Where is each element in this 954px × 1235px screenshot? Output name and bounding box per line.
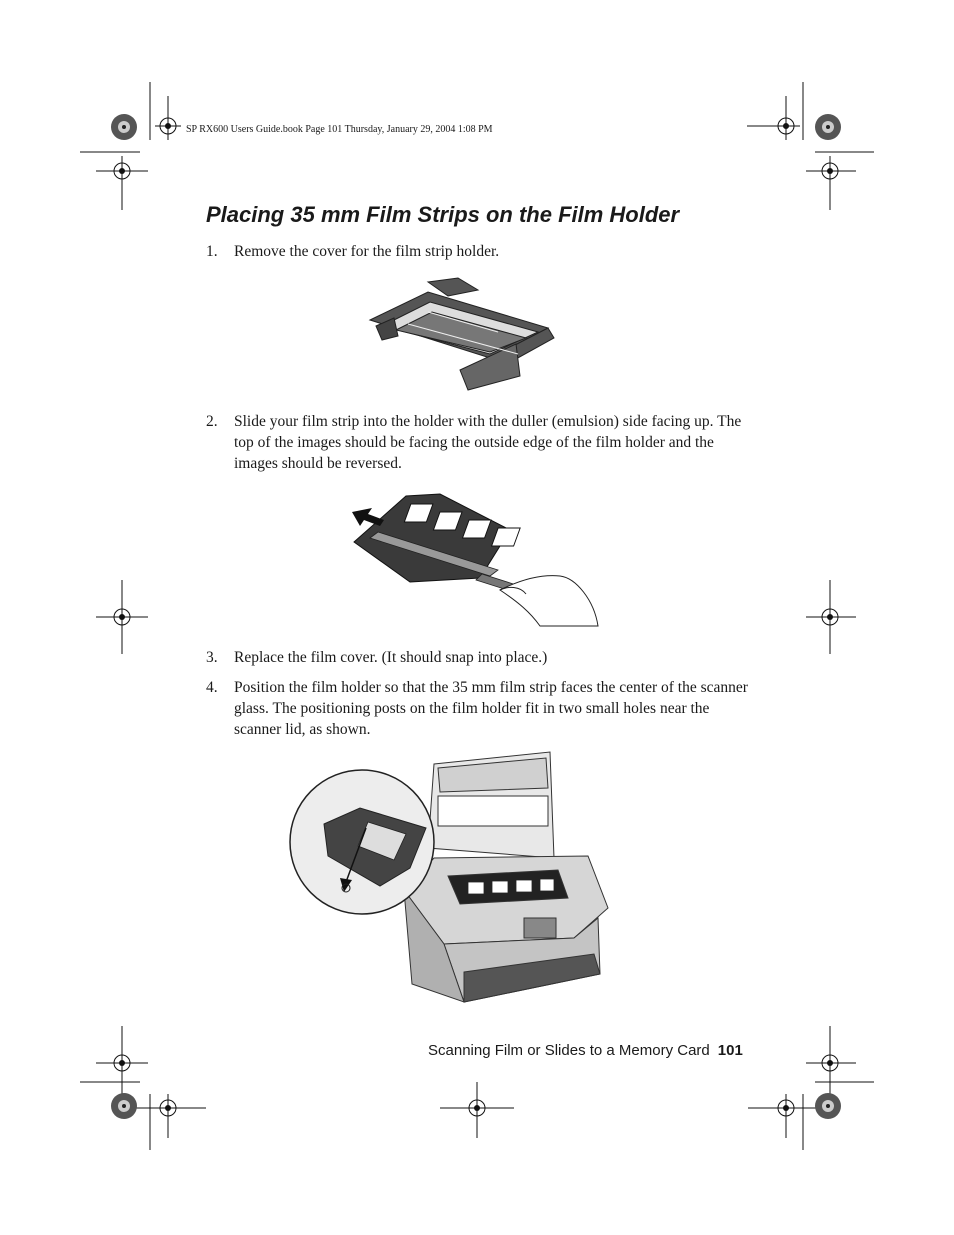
- step-text: Position the film holder so that the 35 …: [234, 679, 748, 738]
- film-holder-cover-illustration: [368, 277, 555, 391]
- step-number: 4.: [206, 679, 218, 696]
- step-number: 3.: [206, 649, 218, 666]
- step-number: 2.: [206, 413, 218, 430]
- print-header-meta: SP RX600 Users Guide.book Page 101 Thurs…: [186, 124, 493, 135]
- printer-film-holder-illustration: [289, 751, 609, 1003]
- page-number: 101: [717, 1042, 743, 1059]
- page-footer: Scanning Film or Slides to a Memory Card…: [428, 1042, 743, 1059]
- step-number: 1.: [206, 243, 218, 260]
- step-text: Replace the film cover. (It should snap …: [234, 649, 548, 666]
- film-strip-insertion-illustration: [352, 493, 599, 627]
- footer-section-title: Scanning Film or Slides to a Memory Card: [428, 1042, 710, 1059]
- step-text: Remove the cover for the film strip hold…: [234, 243, 500, 260]
- page-title: Placing 35 mm Film Strips on the Film Ho…: [206, 202, 680, 227]
- arrow-icon: [352, 508, 384, 526]
- step-text: Slide your film strip into the holder wi…: [234, 413, 742, 472]
